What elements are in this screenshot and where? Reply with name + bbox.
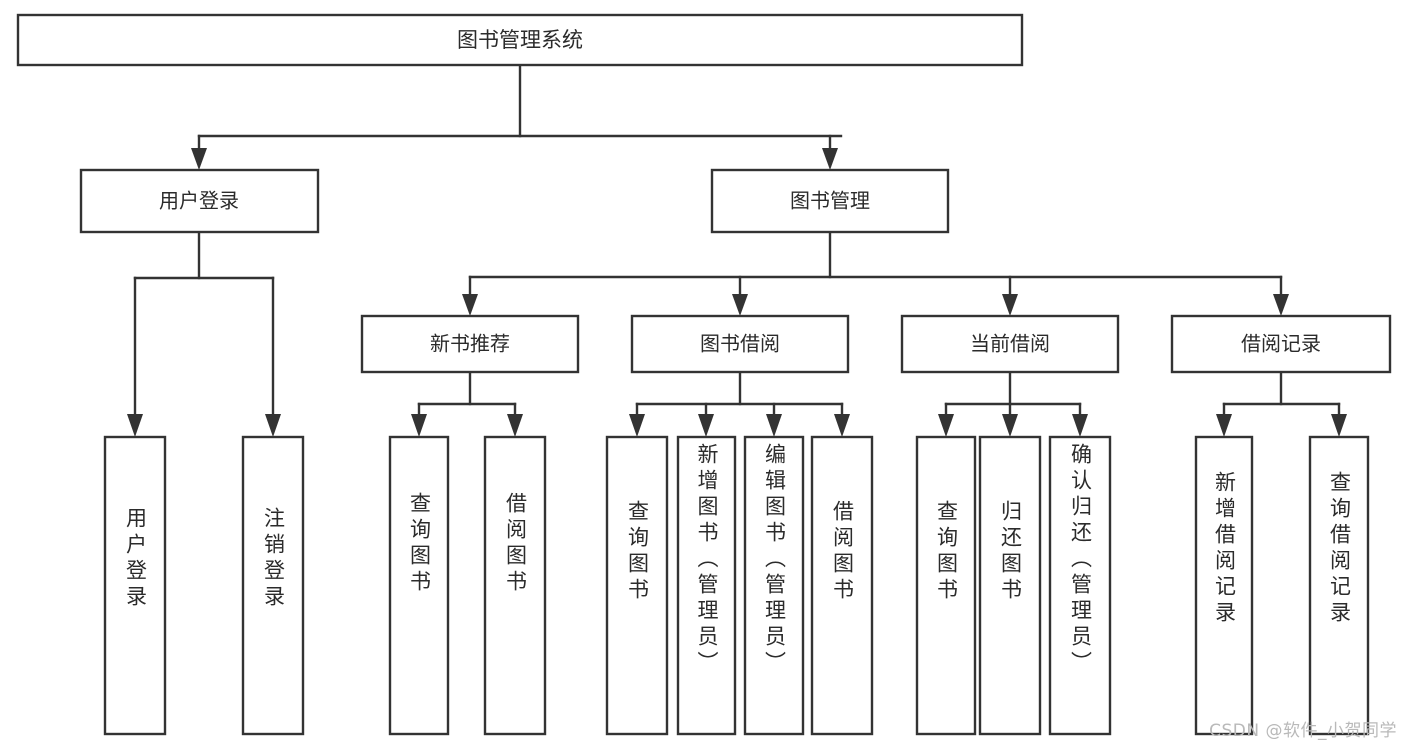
- connector-bookmgmt-to-level3: [462, 230, 1289, 316]
- leaf-boxes: [103, 435, 1370, 736]
- connector-userlogin-to-leaves: [127, 230, 281, 437]
- connector-root-to-level2: [191, 63, 843, 170]
- leaf-box-lend-borrow-book[interactable]: [810, 435, 874, 736]
- leaf-box-lend-add-book[interactable]: [676, 435, 737, 736]
- node-current-borrowed[interactable]: 当前借阅: [900, 314, 1120, 374]
- connector-newbook-to-leaves: [411, 370, 523, 437]
- node-current-borrowed-label: 当前借阅: [970, 332, 1050, 356]
- connector-lending-to-leaves: [629, 370, 850, 437]
- node-book-management[interactable]: 图书管理: [710, 168, 950, 234]
- leaf-box-lend-edit-book[interactable]: [743, 435, 805, 736]
- connector-current-to-leaves: [938, 370, 1088, 437]
- leaf-box-cur-return-book[interactable]: [978, 435, 1042, 736]
- leaf-box-user-login[interactable]: [103, 435, 167, 736]
- csdn-watermark: CSDN @软件_小贺同学: [1209, 721, 1397, 741]
- node-root-system-label: 图书管理系统: [457, 28, 583, 52]
- leaf-box-cur-confirm[interactable]: [1048, 435, 1112, 736]
- leaf-box-lend-query-book[interactable]: [605, 435, 669, 736]
- node-new-book-recommend-label: 新书推荐: [430, 332, 510, 356]
- node-root-system[interactable]: 图书管理系统: [16, 13, 1024, 67]
- node-borrow-records-label: 借阅记录: [1241, 332, 1321, 356]
- node-borrow-records[interactable]: 借阅记录: [1170, 314, 1392, 374]
- connector-records-to-leaves: [1216, 370, 1347, 437]
- node-book-lending[interactable]: 图书借阅: [630, 314, 850, 374]
- leaf-box-user-logout[interactable]: [241, 435, 305, 736]
- node-book-management-label: 图书管理: [790, 189, 870, 213]
- leaf-box-rec-query-book[interactable]: [388, 435, 450, 736]
- node-new-book-recommend[interactable]: 新书推荐: [360, 314, 580, 374]
- leaf-box-cur-query-book[interactable]: [915, 435, 977, 736]
- node-user-login-label: 用户登录: [159, 189, 239, 213]
- leaf-box-log-query-record[interactable]: [1308, 435, 1370, 736]
- node-user-login[interactable]: 用户登录: [79, 168, 320, 234]
- leaf-box-rec-borrow-book[interactable]: [483, 435, 547, 736]
- node-book-lending-label: 图书借阅: [700, 332, 780, 356]
- leaf-box-log-add-record[interactable]: [1194, 435, 1254, 736]
